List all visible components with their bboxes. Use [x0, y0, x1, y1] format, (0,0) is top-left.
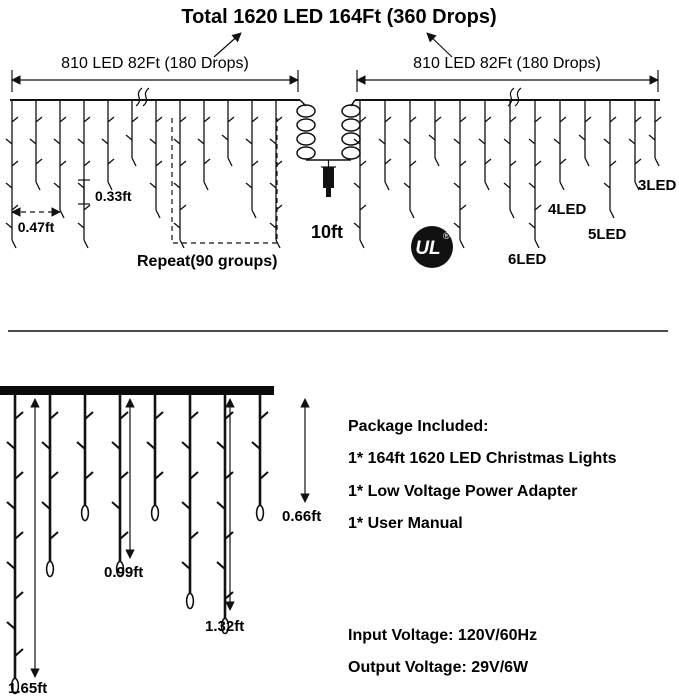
output-voltage-text: Output Voltage: 29V/6W	[348, 659, 529, 676]
left-span-dimension	[11, 70, 299, 92]
coil-left	[296, 104, 316, 160]
led-count-4: 4LED	[548, 201, 587, 218]
top-diagram: Total 1620 LED 164Ft (360 Drops) 810 LED…	[5, 6, 677, 270]
led-count-3: 3LED	[638, 177, 677, 194]
package-list: Package Included: 1* 164ft 1620 LED Chri…	[348, 418, 617, 532]
title-arrow-left	[213, 32, 242, 58]
input-voltage-text: Input Voltage: 120V/60Hz	[348, 627, 537, 644]
lead-length-label: 10ft	[311, 222, 343, 242]
plug-icon	[321, 160, 336, 197]
wire-bar	[0, 386, 274, 395]
icicle-drops-detail	[5, 392, 270, 695]
package-item-adapter: 1* Low Voltage Power Adapter	[348, 483, 577, 500]
drop-length-099-label: 0.99ft	[104, 564, 143, 581]
wire-break-squiggle-left	[135, 87, 150, 107]
left-span-label: 810 LED 82Ft (180 Drops)	[61, 55, 249, 72]
dimension-132: 1.32ft	[205, 398, 244, 635]
dimension-165: 1.65ft	[8, 398, 47, 697]
led-spacing-label: 0.33ft	[95, 188, 132, 204]
ul-registered-mark: ®	[443, 231, 450, 241]
package-heading: Package Included:	[348, 418, 489, 435]
package-item-lights: 1* 164ft 1620 LED Christmas Lights	[348, 450, 617, 467]
ul-logo: UL ®	[411, 226, 453, 268]
led-count-6: 6LED	[508, 251, 547, 268]
right-span-label: 810 LED 82Ft (180 Drops)	[413, 55, 601, 72]
drop-length-132-label: 1.32ft	[205, 618, 244, 635]
drop-length-066-label: 0.66ft	[282, 508, 321, 525]
diagram-title: Total 1620 LED 164Ft (360 Drops)	[181, 6, 496, 28]
specs: Input Voltage: 120V/60Hz Output Voltage:…	[348, 627, 537, 676]
right-span-dimension	[356, 70, 659, 92]
power-lead: 10ft	[296, 99, 361, 242]
coil-right	[341, 104, 361, 160]
led-count-5: 5LED	[588, 226, 627, 243]
repeat-label: Repeat(90 groups)	[137, 253, 277, 270]
title-arrow-right	[426, 32, 453, 58]
drop-length-165-label: 1.65ft	[8, 680, 47, 697]
dimension-066: 0.66ft	[282, 398, 321, 525]
repeat-group: Repeat(90 groups)	[137, 118, 278, 270]
package-item-manual: 1* User Manual	[348, 515, 463, 532]
dimension-099: 0.99ft	[104, 398, 143, 581]
bottom-diagram: 1.65ft 0.99ft 1.32ft 0.66ft	[0, 386, 321, 697]
led-spacing-dimension: 0.33ft	[78, 179, 132, 205]
drop-spacing-dimension: 0.47ft	[11, 207, 61, 235]
ul-logo-text: UL	[415, 238, 440, 259]
drop-spacing-label: 0.47ft	[18, 219, 55, 235]
